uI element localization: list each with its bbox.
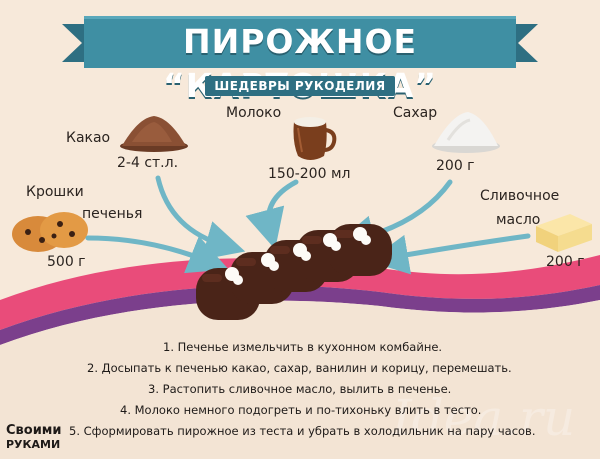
cocoa-amount: 2-4 ст.л. (117, 155, 179, 171)
crumbs-name-line1: Крошки (26, 184, 84, 200)
crumbs-name-line2: печенья (82, 206, 143, 222)
logo-line2: РУКАМИ (6, 438, 61, 451)
sugar-name: Сахар (393, 105, 438, 121)
crumbs-amount: 500 г (47, 254, 86, 270)
sugar-amount: 200 г (436, 158, 475, 174)
milk-name: Молоко (226, 105, 282, 121)
subtitle-box (205, 76, 395, 96)
watermark: Idea.ru (392, 389, 576, 447)
step-5: 5. Сформировать пирожное из теста и убра… (69, 424, 536, 438)
step-3: 3. Растопить сливочное масло, вылить в п… (148, 382, 452, 396)
butter-name-line1: Сливочное (480, 188, 560, 204)
logo-line1: Своими (6, 423, 62, 438)
logo: Своими РУКАМИ (6, 424, 66, 452)
sugar-pile-icon (432, 112, 500, 153)
chocolate-cakes-illustration (196, 224, 392, 320)
cocoa-name: Какао (66, 130, 111, 146)
title-banner (62, 16, 538, 68)
butter-name-line2: масло (496, 212, 541, 228)
step-1: 1. Печенье измельчить в кухонном комбайн… (163, 340, 443, 354)
subtitle: ШЕДЕВРЫ РУКОДЕЛИЯ (214, 79, 386, 93)
milk-amount: 150-200 мл (268, 166, 351, 182)
step-4: 4. Молоко немного подогреть и по-тихоньк… (120, 403, 482, 417)
step-2: 2. Досыпать к печенью какао, сахар, вани… (87, 361, 512, 375)
butter-icon (536, 214, 592, 252)
cocoa-pile-icon (120, 116, 188, 152)
cookies-icon (12, 212, 88, 252)
butter-amount: 200 г (546, 254, 585, 270)
milk-pitcher-icon (293, 117, 337, 160)
